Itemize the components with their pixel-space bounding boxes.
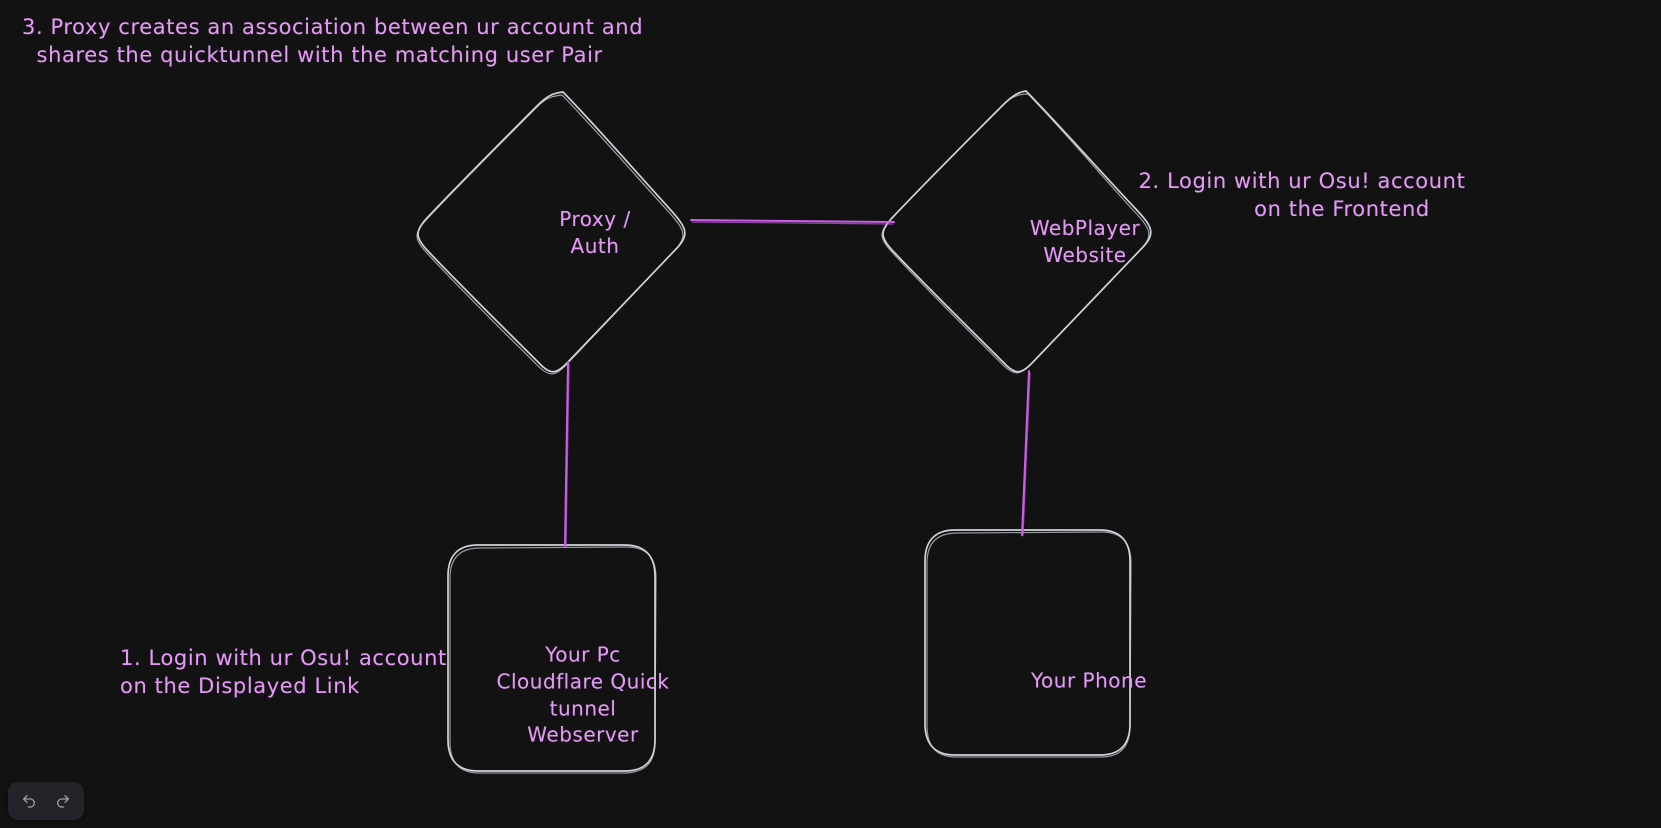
shape-your-phone-outline[interactable] [924, 529, 1132, 758]
connector-proxy-to-webplayer[interactable] [690, 219, 895, 225]
shape-webplayer-website-outline[interactable] [881, 90, 1152, 374]
connector-proxy-to-your-pc[interactable] [564, 361, 570, 548]
redo-arrow-icon [55, 793, 71, 809]
shape-your-pc-outline[interactable] [447, 544, 657, 774]
note-step-2[interactable]: 2. Login with ur Osu! account on the Fro… [1138, 169, 1466, 221]
shape-proxy-auth-outline[interactable] [416, 91, 686, 375]
history-island [8, 782, 84, 820]
note-step-3[interactable]: 3. Proxy creates an association between … [22, 15, 644, 67]
undo-arrow-icon [21, 793, 37, 809]
note-step-1[interactable]: 1. Login with ur Osu! account on the Dis… [120, 646, 447, 698]
redo-button[interactable] [48, 787, 78, 815]
connector-webplayer-to-your-phone[interactable] [1021, 370, 1031, 537]
undo-button[interactable] [14, 787, 44, 815]
